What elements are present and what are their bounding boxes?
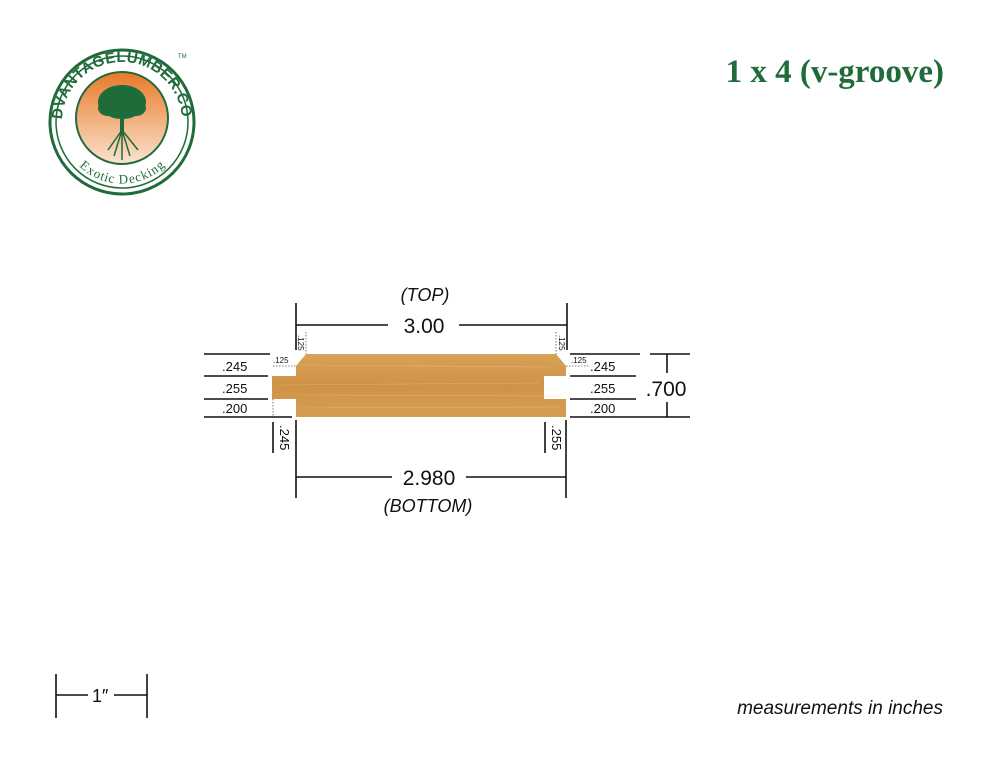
units-note: measurements in inches <box>737 698 943 719</box>
chamfer-left-vertical: .125 <box>296 335 305 351</box>
thickness-label: .700 <box>646 378 687 401</box>
left-layer-mid: .255 <box>222 381 247 396</box>
chamfer-guides <box>272 332 590 417</box>
tree-icon <box>98 85 146 160</box>
scale-bar <box>55 674 148 718</box>
left-layer-bottom: .200 <box>222 401 247 416</box>
right-layer-bottom: .200 <box>590 401 615 416</box>
scale-bar-label: 1″ <box>92 686 109 706</box>
tongue-depth-label: .245 <box>277 425 292 450</box>
chamfer-left-horizontal: .125 <box>273 356 289 365</box>
bottom-width-label: 2.980 <box>403 467 456 490</box>
board-cross-section <box>272 354 566 417</box>
dimension-lines <box>204 303 690 498</box>
advantage-lumber-logo: ADVANTAGELUMBER.COM Exotic Decking TM <box>0 0 196 196</box>
chamfer-right-horizontal: .125 <box>571 356 587 365</box>
left-layer-top: .245 <box>222 359 247 374</box>
top-width-label: 3.00 <box>404 315 445 338</box>
logo-trademark: TM <box>178 54 187 60</box>
groove-depth-label: .255 <box>549 425 564 450</box>
chamfer-right-vertical: .125 <box>557 335 566 351</box>
right-layer-top: .245 <box>590 359 615 374</box>
wood-grain <box>279 364 561 409</box>
top-label: (TOP) <box>401 285 450 305</box>
right-layer-mid: .255 <box>590 381 615 396</box>
page-title: 1 x 4 (v-groove) <box>725 54 944 90</box>
bottom-label: (BOTTOM) <box>384 496 473 516</box>
